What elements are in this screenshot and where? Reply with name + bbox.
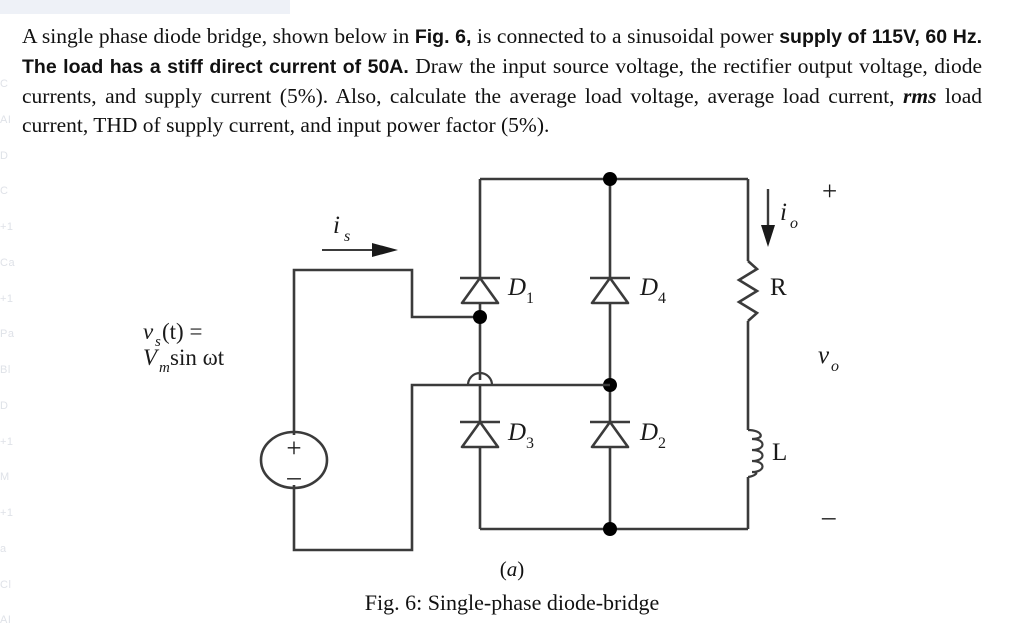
statement-paragraph: A single phase diode bridge, shown below… <box>22 22 982 140</box>
source-label-eq: (t) = <box>162 319 202 344</box>
diode-d3-label: D <box>507 419 526 446</box>
statement-rms-emphasis: rms <box>903 84 937 108</box>
output-voltage-subscript: o <box>831 358 839 375</box>
diode-d4: D 4 <box>590 274 666 307</box>
diode-d4-triangle <box>590 276 630 305</box>
ghost-mark: C <box>0 78 9 90</box>
bridge-right-rail <box>603 172 617 536</box>
node-dot-left-rail <box>473 310 487 324</box>
figure-subcaption-letter: a <box>506 557 518 581</box>
scan-artifact-band <box>0 0 290 14</box>
output-voltage-minus: – <box>821 501 836 531</box>
ghost-mark: AI <box>0 113 12 126</box>
source-label-v: v <box>143 319 154 344</box>
diode-d1: D 1 <box>460 274 534 307</box>
diode-d3-triangle <box>460 420 500 449</box>
output-voltage-label: + v o – <box>818 176 839 531</box>
source-label-vm-sub: m <box>159 360 170 376</box>
diode-d1-triangle <box>460 276 500 305</box>
statement-supply-spec: supply of 115V, 60 Hz. The load has a st… <box>22 26 982 78</box>
statement-figref: Fig. 6, <box>414 26 472 48</box>
diode-d4-label-sub: 4 <box>658 290 666 307</box>
bridge-left-rail <box>466 179 494 529</box>
diode-d2: D 2 <box>590 419 666 452</box>
diode-d4-label: D <box>639 274 658 301</box>
supply-current-indicator: i s <box>322 212 398 257</box>
resistor-zigzag <box>736 260 760 322</box>
statement-part-3: Draw the input source voltage, the recti… <box>22 54 982 108</box>
output-voltage-symbol: v <box>818 342 830 369</box>
diode-d3: D 3 <box>460 419 534 452</box>
output-current-indicator: i o <box>761 189 798 247</box>
source-label-sin: sin ωt <box>170 345 225 370</box>
output-current-arrow-head <box>761 225 775 247</box>
inductor-label: L <box>772 439 787 466</box>
diode-d1-label-sub: 1 <box>526 290 534 307</box>
output-current-symbol: i <box>780 199 787 226</box>
figure-diode-bridge: + – v s (t) = V m sin ωt i s <box>0 165 1024 642</box>
source-label-v-sub: s <box>155 334 161 350</box>
figure-caption: Fig. 6: Single-phase diode-bridge <box>364 590 660 615</box>
source-loop-wires <box>292 268 480 552</box>
figure-subcaption: (a) <box>499 557 525 581</box>
output-voltage-plus: + <box>822 176 837 206</box>
diode-d2-label-sub: 2 <box>658 435 666 452</box>
statement-part-1: A single phase diode bridge, shown below… <box>22 24 415 48</box>
ac-voltage-source: + – <box>259 430 329 491</box>
statement-part-4: load current, THD of supply current, and… <box>22 84 982 137</box>
supply-current-arrow-head <box>372 243 398 257</box>
problem-statement: A single phase diode bridge, shown below… <box>22 22 982 140</box>
circuit-schematic: + – v s (t) = V m sin ωt i s <box>143 172 839 552</box>
ghost-mark: D <box>0 149 9 162</box>
inductor-coils <box>747 428 764 479</box>
source-plus-sign: + <box>286 433 301 463</box>
source-label-vm: V <box>143 345 160 370</box>
output-current-subscript: o <box>790 215 798 232</box>
source-symbol-circle <box>259 430 329 490</box>
node-dot-top-bus <box>603 172 617 186</box>
wire-source-top <box>292 268 480 435</box>
diode-d3-label-sub: 3 <box>526 435 534 452</box>
diode-d1-label: D <box>507 274 526 301</box>
source-label: v s (t) = V m sin ωt <box>143 319 225 376</box>
node-dot-bottom-bus <box>603 522 617 536</box>
resistor-label: R <box>770 274 787 301</box>
wire-source-bottom <box>292 383 480 552</box>
diode-d2-label: D <box>639 419 658 446</box>
load-branch: R L <box>736 179 787 529</box>
supply-current-symbol: i <box>333 212 340 239</box>
supply-current-subscript: s <box>344 228 350 245</box>
wire-hop-arc <box>466 371 494 386</box>
statement-part-2: is connected to a sinusoidal power <box>471 24 780 48</box>
source-minus-sign: – <box>286 461 301 491</box>
diode-d2-triangle <box>590 420 630 449</box>
